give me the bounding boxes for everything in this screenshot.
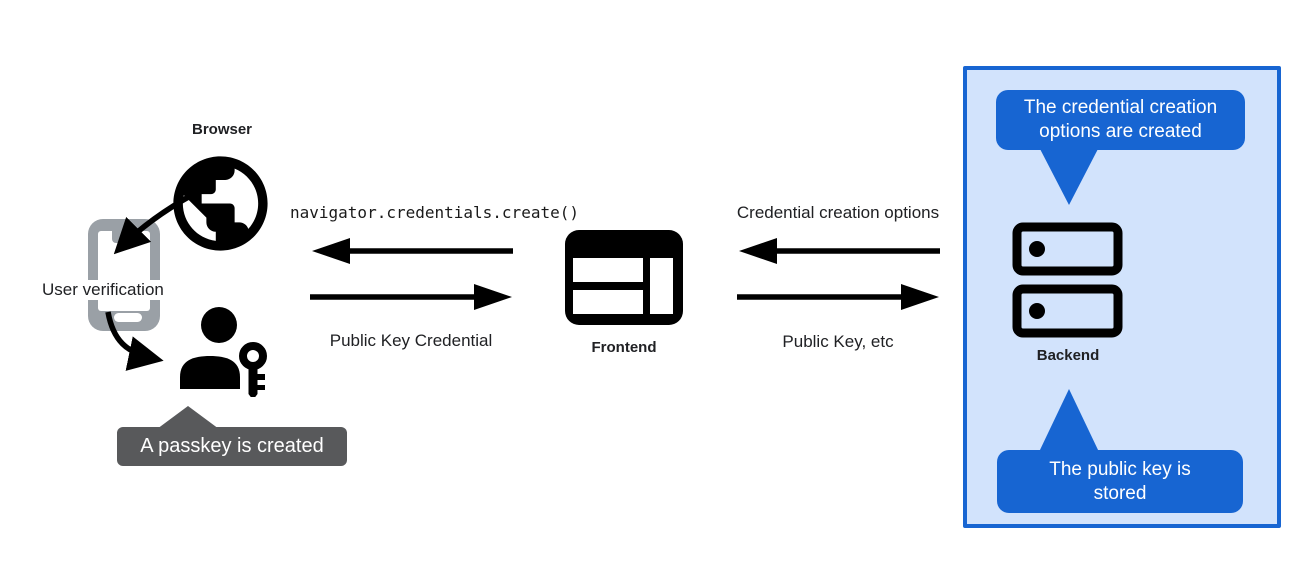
globe-icon xyxy=(173,156,268,251)
bubble-credential-options-created: The credential creation options are crea… xyxy=(996,90,1245,150)
arrow-frontend-to-browser-head xyxy=(312,238,350,264)
passkey-tooltip-tail xyxy=(157,406,219,429)
bubble-bottom-text: The public key is stored xyxy=(1049,458,1191,504)
server-stack-icon xyxy=(1012,222,1123,338)
user-verification-label: User verification xyxy=(40,280,166,300)
api-call-label: navigator.credentials.create() xyxy=(290,203,579,222)
browser-label: Browser xyxy=(191,121,253,138)
arrow-browser-to-device xyxy=(113,185,207,255)
person-with-key-icon xyxy=(180,307,267,397)
backend-label: Backend xyxy=(1036,347,1100,364)
bubble-top-tail xyxy=(1039,147,1099,205)
arrow-browser-to-frontend-head xyxy=(474,284,512,310)
public-key-etc-label: Public Key, etc xyxy=(782,332,894,351)
arrow-frontend-to-backend-head xyxy=(901,284,939,310)
browser-window-icon xyxy=(565,230,683,325)
passkey-tooltip: A passkey is created xyxy=(117,427,347,466)
bubble-top-text: The credential creation options are crea… xyxy=(1023,97,1218,142)
bubble-public-key-stored: The public key is stored xyxy=(997,450,1243,513)
frontend-label: Frontend xyxy=(591,339,657,356)
public-key-credential-label: Public Key Credential xyxy=(329,331,493,350)
arrow-backend-to-frontend-head xyxy=(739,238,777,264)
credential-creation-options-label: Credential creation options xyxy=(736,203,940,222)
bubble-bottom-tail xyxy=(1039,389,1099,452)
arrow-device-to-user xyxy=(105,311,164,371)
